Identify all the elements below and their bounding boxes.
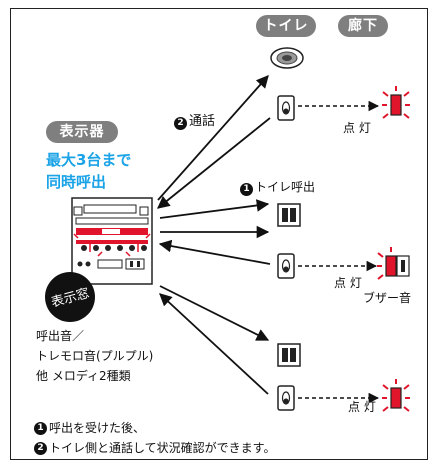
display-pill-label: 表示器 — [46, 121, 118, 143]
hallway-lamp-1-icon — [382, 86, 410, 119]
arrows-talk — [157, 75, 271, 209]
switch-1-icon — [277, 203, 301, 227]
talk-text: 通話 — [189, 114, 216, 129]
hallway-lamp-buzzer-icon — [377, 247, 410, 280]
note-1-text: 呼出を受けた後、 — [49, 421, 146, 435]
ceiling-speaker-icon — [270, 47, 304, 69]
note-1-number: 1 — [34, 421, 47, 435]
lit-label-2: 点 灯 — [334, 276, 362, 290]
call-button-3-icon — [277, 385, 295, 411]
sound-line-3: 他 メロディ2種類 — [36, 369, 131, 383]
call-button-1-icon — [277, 95, 295, 121]
switch-2-icon — [277, 343, 301, 367]
sound-line-2: トレモロ音(プルプル) — [36, 349, 154, 363]
note-2-number: 2 — [34, 441, 47, 455]
call-button-2-icon — [277, 253, 295, 279]
display-window-badge: 表示窓 — [45, 272, 95, 322]
max-calls-line2: 同時呼出 — [46, 173, 107, 191]
toilet-call-number-badge: 1 — [240, 183, 253, 196]
display-unit-icon — [71, 197, 153, 285]
note-2-text: トイレ側と通話して状況確認ができます。 — [49, 441, 276, 455]
arrows-call — [158, 199, 271, 395]
sound-line-1: 呼出音／ — [36, 329, 85, 343]
hallway-lamp-3-icon — [382, 379, 410, 412]
toilet-pill-label: トイレ — [256, 15, 316, 37]
note-1: 1 呼出を受けた後、 — [34, 418, 275, 438]
talk-number-badge: 2 — [174, 117, 187, 130]
hallway-pill-label: 廊下 — [338, 15, 388, 37]
lit-label-3: 点 灯 — [348, 400, 376, 414]
toilet-call-text: トイレ呼出 — [255, 180, 316, 194]
buzzer-label: ブザー音 — [363, 291, 412, 305]
dashed-connectors — [298, 100, 380, 404]
note-2: 2 トイレ側と通話して状況確認ができます。 — [34, 438, 275, 458]
lit-label-1: 点 灯 — [343, 121, 371, 135]
bottom-notes: 1 呼出を受けた後、 2 トイレ側と通話して状況確認ができます。 — [34, 418, 275, 458]
max-calls-line1: 最大3台まで — [46, 151, 132, 169]
